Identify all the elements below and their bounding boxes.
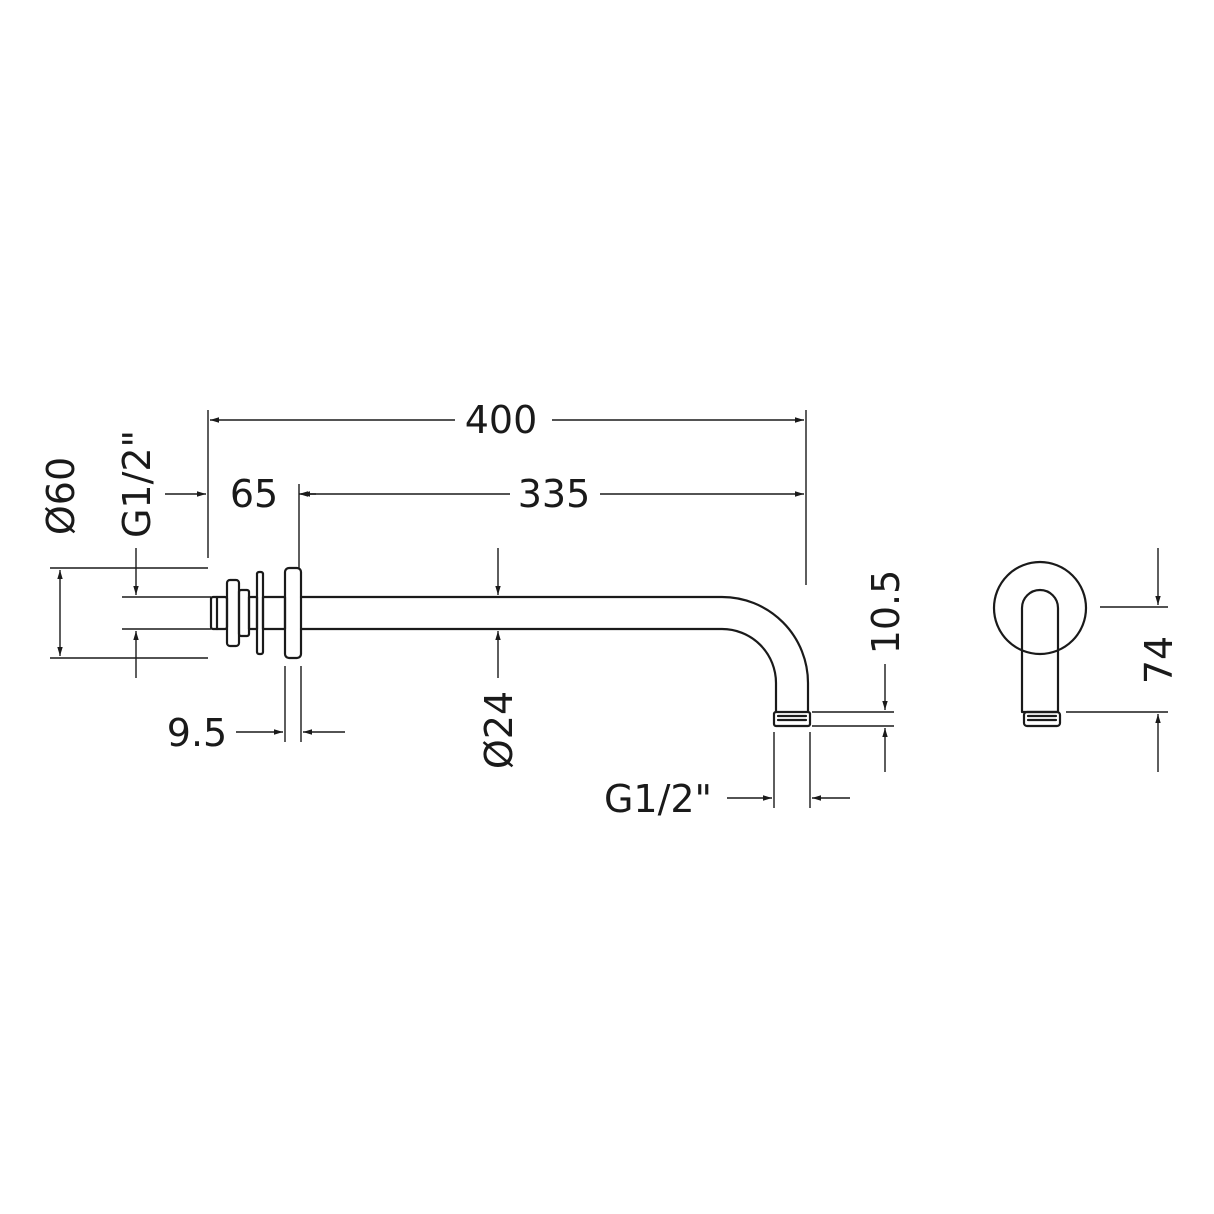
side-view bbox=[209, 566, 812, 728]
dim-label-d60: Ø60 bbox=[39, 457, 83, 535]
dim-label-400: 400 bbox=[465, 398, 538, 442]
outlet-thread bbox=[772, 710, 812, 728]
dim-label-d24: Ø24 bbox=[477, 691, 521, 769]
dim-outlet-height: 10.5 bbox=[812, 570, 908, 772]
end-view-outlet bbox=[1022, 710, 1062, 728]
dim-label-65: 65 bbox=[230, 472, 278, 516]
dim-flange-diameter: Ø60 bbox=[39, 457, 208, 659]
shower-arm bbox=[299, 595, 810, 714]
dim-arm-diameter: Ø24 bbox=[477, 548, 521, 769]
dim-label-74: 74 bbox=[1137, 636, 1181, 684]
dim-label-10-5: 10.5 bbox=[864, 570, 908, 655]
dim-overall-length: 400 bbox=[207, 398, 807, 585]
dim-label-335: 335 bbox=[518, 472, 591, 516]
dim-flange-depth: 65 bbox=[165, 472, 316, 568]
dim-end-view-height: 74 bbox=[1066, 548, 1181, 772]
dim-flange-thickness: 9.5 bbox=[167, 666, 345, 755]
end-view-flange bbox=[992, 560, 1088, 656]
end-view bbox=[992, 560, 1088, 728]
dim-outlet-thread: G1/2" bbox=[604, 732, 850, 821]
dim-arm-length: 335 bbox=[301, 472, 804, 516]
wall-flange bbox=[283, 566, 303, 660]
inlet-nut bbox=[209, 570, 287, 656]
dim-label-inlet-g12: G1/2" bbox=[115, 430, 159, 538]
dim-inlet-thread: G1/2" bbox=[115, 430, 211, 678]
end-view-arm bbox=[1020, 588, 1060, 714]
dim-label-outlet-g12: G1/2" bbox=[604, 777, 712, 821]
dim-label-9-5: 9.5 bbox=[167, 711, 227, 755]
